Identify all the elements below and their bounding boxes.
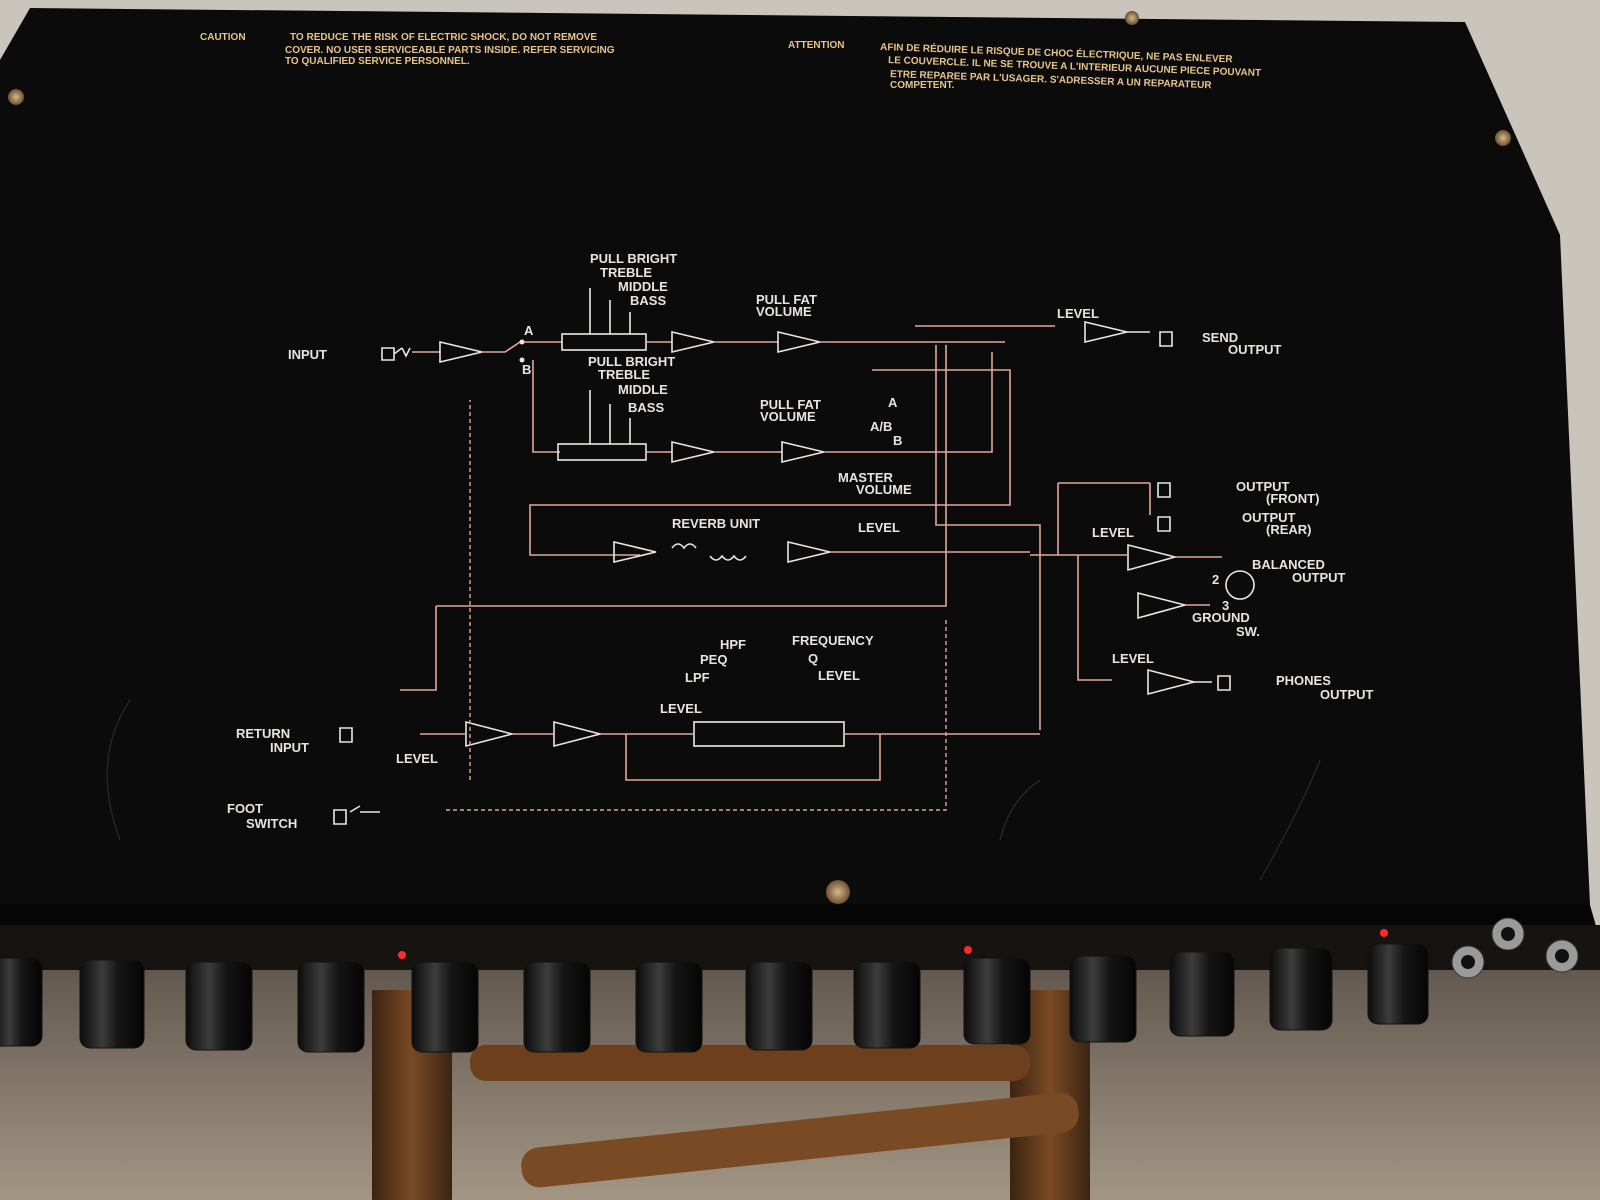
signal-flow-diagram: INPUT A B PULL BRIGHT TREBLE MIDDLE BASS… (227, 251, 1374, 831)
knob[interactable] (0, 957, 43, 1047)
caution-line: TO REDUCE THE RISK OF ELECTRIC SHOCK, DO… (290, 32, 597, 43)
led-indicator (964, 946, 972, 954)
treble-label: TREBLE (600, 265, 652, 280)
pin-2: 2 (1212, 572, 1219, 587)
lpf-label: LPF (685, 670, 710, 685)
knob[interactable] (523, 961, 591, 1053)
reverb-level-label: LEVEL (858, 520, 900, 535)
output-rear-label: OUTPUT (1242, 510, 1296, 525)
output-front-sub: (FRONT) (1266, 491, 1319, 506)
knob[interactable] (853, 961, 921, 1049)
sw-label: SW. (1236, 624, 1260, 639)
phones-output-label: OUTPUT (1320, 687, 1374, 702)
caution-title: CAUTION (200, 32, 246, 43)
ground-label: GROUND (1192, 610, 1250, 625)
pin-3: 3 (1222, 598, 1229, 613)
phones-label: PHONES (1276, 673, 1331, 688)
bass-label: BASS (628, 400, 664, 415)
switch-a: A (524, 323, 534, 338)
balanced-level-label: LEVEL (1092, 525, 1134, 540)
ab-label: A/B (870, 419, 892, 434)
switch-b: B (522, 362, 531, 377)
knob[interactable] (745, 961, 813, 1051)
bass-label: BASS (630, 293, 666, 308)
return-label: RETURN (236, 726, 290, 741)
master-label: MASTER (838, 470, 894, 485)
knob[interactable] (1069, 955, 1137, 1043)
phones-level-label: LEVEL (1112, 651, 1154, 666)
front-control-panel (0, 917, 1600, 1053)
led-indicator (398, 951, 406, 959)
knob[interactable] (1367, 943, 1429, 1025)
volume-label: VOLUME (756, 304, 812, 319)
peq-label: PEQ (700, 652, 727, 667)
jack-socket[interactable] (1451, 945, 1485, 979)
screw (826, 880, 850, 904)
send-output-label: OUTPUT (1228, 342, 1282, 357)
master-volume-label: VOLUME (856, 482, 912, 497)
send-label: SEND (1202, 330, 1238, 345)
knob[interactable] (635, 961, 703, 1053)
output-rear-sub: (REAR) (1266, 522, 1312, 537)
return-level-label: LEVEL (396, 751, 438, 766)
input-label: INPUT (288, 347, 327, 362)
switch-label: SWITCH (246, 816, 297, 831)
knob[interactable] (1269, 947, 1333, 1031)
return-input-label: INPUT (270, 740, 309, 755)
knob[interactable] (963, 957, 1031, 1045)
knob[interactable] (185, 961, 253, 1051)
treble-label: TREBLE (598, 367, 650, 382)
screw (8, 89, 24, 105)
foot-label: FOOT (227, 801, 263, 816)
knob[interactable] (1169, 951, 1235, 1037)
caution-line: TO QUALIFIED SERVICE PERSONNEL. (285, 56, 470, 67)
knob[interactable] (297, 961, 365, 1053)
eq-level-label: LEVEL (818, 668, 860, 683)
caution-line: COVER. NO USER SERVICEABLE PARTS INSIDE.… (285, 45, 615, 56)
screw (1125, 11, 1139, 25)
middle-label: MIDDLE (618, 382, 668, 397)
pull-fat-label: PULL FAT (760, 397, 821, 412)
balanced-label: BALANCED (1252, 557, 1325, 572)
screw (1495, 130, 1511, 146)
middle-label: MIDDLE (618, 279, 668, 294)
pull-fat-label: PULL FAT (756, 292, 817, 307)
q-label: Q (808, 651, 818, 666)
frequency-label: FREQUENCY (792, 633, 874, 648)
jack-socket[interactable] (1491, 917, 1525, 951)
led-indicator (1380, 929, 1388, 937)
reverb-unit-label: REVERB UNIT (672, 516, 760, 531)
output-front-label: OUTPUT (1236, 479, 1290, 494)
jack-socket[interactable] (1545, 939, 1579, 973)
knob[interactable] (79, 959, 145, 1049)
knob[interactable] (411, 961, 479, 1053)
ab-a: A (888, 395, 898, 410)
ab-b: B (893, 433, 902, 448)
hpf-label: HPF (720, 637, 746, 652)
attention-title: ATTENTION (788, 40, 844, 51)
loop-level-label: LEVEL (660, 701, 702, 716)
volume-label: VOLUME (760, 409, 816, 424)
send-level-label: LEVEL (1057, 306, 1099, 321)
pull-bright-label: PULL BRIGHT (588, 354, 675, 369)
pull-bright-label: PULL BRIGHT (590, 251, 677, 266)
attention-line: COMPETENT. (890, 80, 955, 91)
balanced-output-label: OUTPUT (1292, 570, 1346, 585)
